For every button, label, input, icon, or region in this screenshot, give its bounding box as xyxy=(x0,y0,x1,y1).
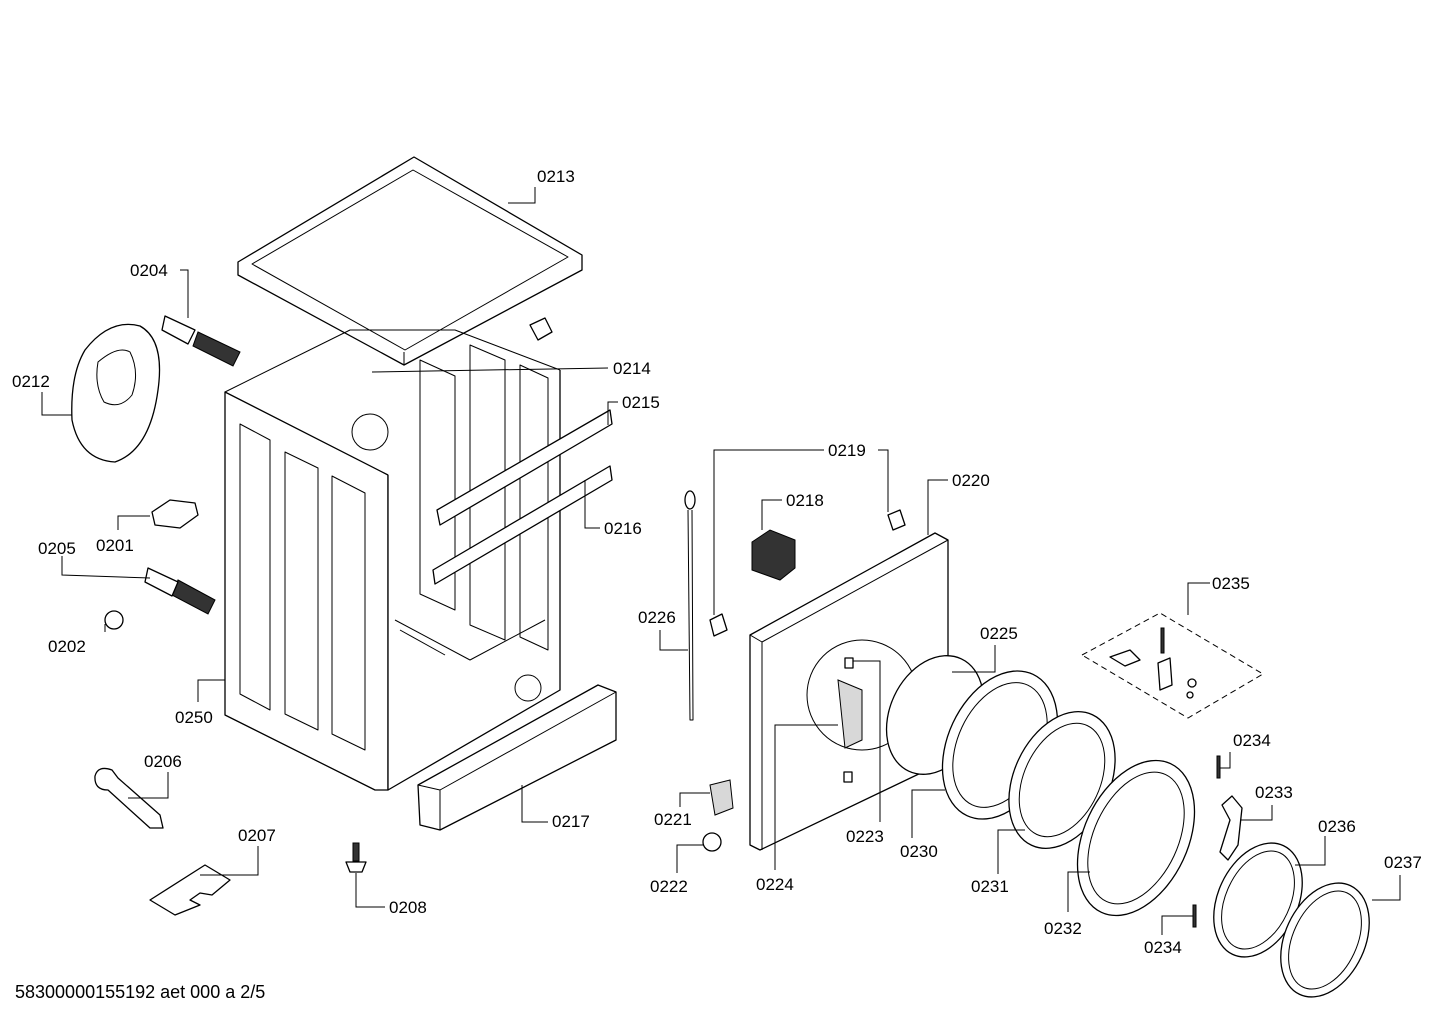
part-label: 0231 xyxy=(971,877,1009,896)
shim-drawing xyxy=(149,864,231,916)
part-label: 0224 xyxy=(756,875,794,894)
door-lock-kit-drawing xyxy=(1080,612,1264,719)
cable-tie-drawing xyxy=(684,490,696,721)
part-label: 0207 xyxy=(238,826,276,845)
part-label: 0214 xyxy=(613,359,651,378)
part-label: 0221 xyxy=(654,810,692,829)
part-label: 0235 xyxy=(1212,574,1250,593)
part-label: 0226 xyxy=(638,608,676,627)
document-code: 58300000155192 aet 000 a 2/5 xyxy=(15,982,265,1002)
part-label: 0230 xyxy=(900,842,938,861)
part-label: 0233 xyxy=(1255,783,1293,802)
part-label: 0213 xyxy=(537,167,575,186)
part-label: 0206 xyxy=(144,752,182,771)
plinth-panel-drawing xyxy=(417,684,617,831)
rail-drawings xyxy=(432,317,613,585)
part-label: 0220 xyxy=(952,471,990,490)
foot-screw-drawing xyxy=(345,842,367,873)
part-label: 0232 xyxy=(1044,919,1082,938)
part-label: 0250 xyxy=(175,708,213,727)
part-label: 0225 xyxy=(980,624,1018,643)
part-label: 0218 xyxy=(786,491,824,510)
shock-absorber-drawings xyxy=(144,315,241,615)
part-label: 0204 xyxy=(130,261,168,280)
rear-cover-drawing xyxy=(71,323,161,463)
part-label: 0208 xyxy=(389,898,427,917)
part-label: 0234 xyxy=(1233,731,1271,750)
part-label: 0212 xyxy=(12,372,50,391)
door-ring-drawings xyxy=(941,670,1196,917)
part-label: 0217 xyxy=(552,812,590,831)
part-label: 0215 xyxy=(622,393,660,412)
part-labels: 0213 0204 0212 0214 0215 0201 0205 0216 … xyxy=(12,167,1422,957)
worktop-lid-drawing xyxy=(237,156,583,366)
leader-lines xyxy=(41,187,1401,935)
part-label: 0219 xyxy=(828,441,866,460)
control-module-drawing xyxy=(751,529,796,581)
trim-ring-drawings xyxy=(1213,842,1370,998)
part-label: 0205 xyxy=(38,539,76,558)
part-label: 0216 xyxy=(604,519,642,538)
part-label: 0237 xyxy=(1384,853,1422,872)
cabinet-housing-drawing xyxy=(224,329,561,791)
part-label: 0236 xyxy=(1318,817,1356,836)
front-panel-drawing xyxy=(749,532,949,851)
hinge-pin-drawings xyxy=(1192,755,1243,928)
part-label: 0223 xyxy=(846,827,884,846)
part-label: 0234 xyxy=(1144,938,1182,957)
part-label: 0202 xyxy=(48,637,86,656)
part-label: 0201 xyxy=(96,536,134,555)
clip-drawings xyxy=(702,509,906,852)
bracket-bush-drawings xyxy=(104,499,199,630)
part-label: 0222 xyxy=(650,877,688,896)
